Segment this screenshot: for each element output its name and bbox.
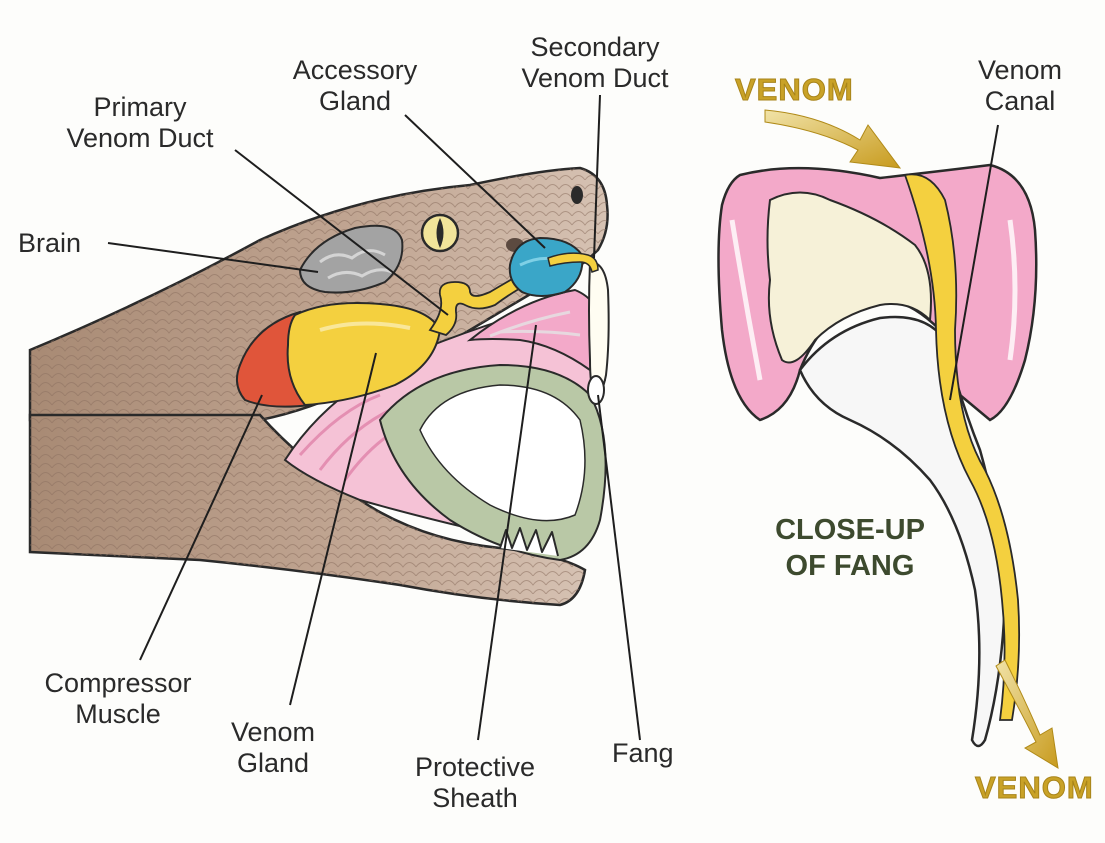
label-secondary-venom-duct: Secondary Venom Duct	[495, 32, 695, 94]
label-compressor-muscle: Compressor Muscle	[18, 668, 218, 730]
label-protective-sheath: Protective Sheath	[390, 752, 560, 814]
label-primary-venom-duct: Primary Venom Duct	[40, 92, 240, 154]
label-brain: Brain	[18, 228, 81, 259]
venom-arrow-top	[765, 110, 900, 168]
accessory-gland-shape	[510, 238, 583, 296]
label-fang: Fang	[612, 738, 674, 769]
label-venom-canal: Venom Canal	[955, 55, 1085, 117]
closeup-title: CLOSE-UP OF FANG	[750, 512, 950, 584]
label-accessory-gland: Accessory Gland	[270, 55, 440, 117]
label-venom-gland: Venom Gland	[218, 717, 328, 779]
venom-label-top: VENOM	[735, 72, 854, 108]
venom-label-bottom: VENOM	[975, 770, 1094, 806]
